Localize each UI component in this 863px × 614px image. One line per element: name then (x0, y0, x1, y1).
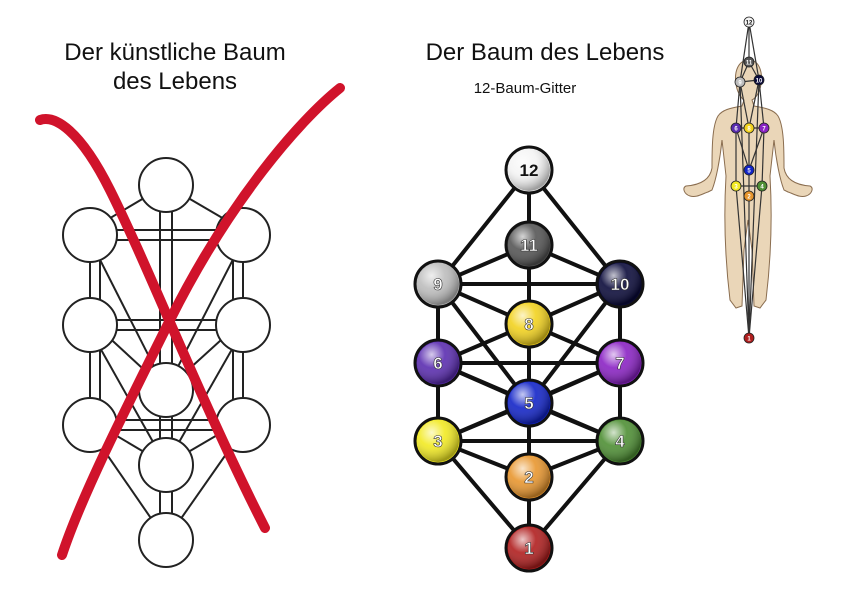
body-node-7: 7 (758, 122, 770, 134)
grid-subtitle: 12-Baum-Gitter (473, 80, 577, 97)
tree-circle (62, 207, 118, 263)
body-node-circle (756, 180, 768, 192)
grid-node-shine (599, 342, 641, 384)
tree-circle (138, 437, 194, 493)
body-node-label: 9 (738, 81, 742, 87)
grid-node-label: 5 (524, 394, 533, 413)
body-node-circle (734, 76, 746, 88)
grid-node-9: 9 (413, 259, 463, 309)
cross-stroke-1 (35, 114, 270, 533)
grid-node-shine (417, 263, 459, 305)
grid-node-shine (508, 224, 550, 266)
grid-node-shine (599, 263, 641, 305)
body-node-label: 11 (746, 61, 753, 67)
grid-node-11: 11 (504, 220, 554, 270)
left-title: Der künstliche Baum des Lebens (30, 38, 320, 96)
right-title: Der Baum des Lebens (425, 39, 665, 66)
body-node-1: 1 (743, 332, 755, 344)
grid-node-12: 12 (504, 145, 554, 195)
body-node-8: 8 (743, 122, 755, 134)
tree-circle (62, 297, 118, 353)
grid-node-shine (508, 382, 550, 424)
grid-node-shine (508, 149, 550, 191)
body-lines (735, 21, 765, 339)
body-node-circle (743, 190, 755, 202)
grid-node-6: 6 (413, 338, 463, 388)
grid-edge (436, 282, 531, 405)
tree-circle (215, 297, 271, 353)
body-node-label: 8 (747, 127, 751, 133)
body-node-circle (743, 164, 755, 176)
body-node-circle (743, 16, 755, 28)
body-node-label: 12 (746, 21, 753, 27)
grid-node-shine (508, 456, 550, 498)
grid-node-2: 2 (504, 452, 554, 502)
body-node-4: 4 (756, 180, 768, 192)
body-node-11: 11 (743, 56, 755, 68)
body-node-10: 10 (753, 74, 765, 86)
grid-node-shine (599, 420, 641, 462)
grid-node-label: 8 (524, 315, 533, 334)
body-node-circle (730, 180, 742, 192)
grid-node-label: 10 (611, 275, 630, 294)
body-node-circle (730, 122, 742, 134)
grid-node-4: 4 (595, 416, 645, 466)
body-node-circle (753, 74, 765, 86)
grid-node-shine (417, 342, 459, 384)
body-node-circle (743, 122, 755, 134)
tree-circle (215, 207, 271, 263)
grid-node-8: 8 (504, 299, 554, 349)
grid-node-7: 7 (595, 338, 645, 388)
body-node-label: 4 (760, 185, 764, 191)
cross-out-mark (35, 83, 345, 560)
grid-node-10: 10 (595, 259, 645, 309)
body-node-circle (743, 332, 755, 344)
grid-node-shine (508, 527, 550, 569)
body-node-circle (743, 56, 755, 68)
grid-node-label: 2 (524, 468, 533, 487)
left-title-line2: des Lebens (112, 68, 238, 95)
body-node-2: 2 (743, 190, 755, 202)
grid-node-label: 7 (615, 354, 624, 373)
grid-node-label: 12 (520, 161, 539, 180)
tree-circle (138, 512, 194, 568)
grid-node-3: 3 (413, 416, 463, 466)
body-node-label: 5 (747, 169, 751, 175)
body-silhouette (683, 59, 813, 309)
grid-node-1: 1 (504, 523, 554, 573)
artificial-tree-nodes (62, 157, 271, 568)
grid-node-5: 5 (504, 378, 554, 428)
body-node-label: 7 (762, 127, 766, 133)
grid-node-label: 6 (433, 354, 442, 373)
body-node-3: 3 (730, 180, 742, 192)
left-title-line1: Der künstliche Baum (64, 39, 286, 66)
body-node-9: 9 (734, 76, 746, 88)
body-node-label: 2 (747, 195, 751, 201)
grid-node-label: 9 (433, 275, 442, 294)
body-node-label: 6 (734, 127, 738, 133)
grid-edge (527, 282, 622, 405)
body-node-label: 3 (734, 185, 738, 191)
cross-stroke-2 (57, 83, 345, 560)
grid-node-label: 3 (433, 432, 442, 451)
body-node-12: 12 (743, 16, 755, 28)
body-node-5: 5 (743, 164, 755, 176)
tree-circle (138, 157, 194, 213)
grid-node-label: 1 (524, 539, 533, 558)
body-node-label: 1 (747, 337, 751, 343)
body-node-circle (758, 122, 770, 134)
body-node-6: 6 (730, 122, 742, 134)
grid-node-shine (417, 420, 459, 462)
grid-node-label: 4 (615, 432, 625, 451)
grid-node-label: 11 (520, 236, 538, 255)
grid-node-shine (508, 303, 550, 345)
body-node-label: 10 (756, 79, 763, 85)
